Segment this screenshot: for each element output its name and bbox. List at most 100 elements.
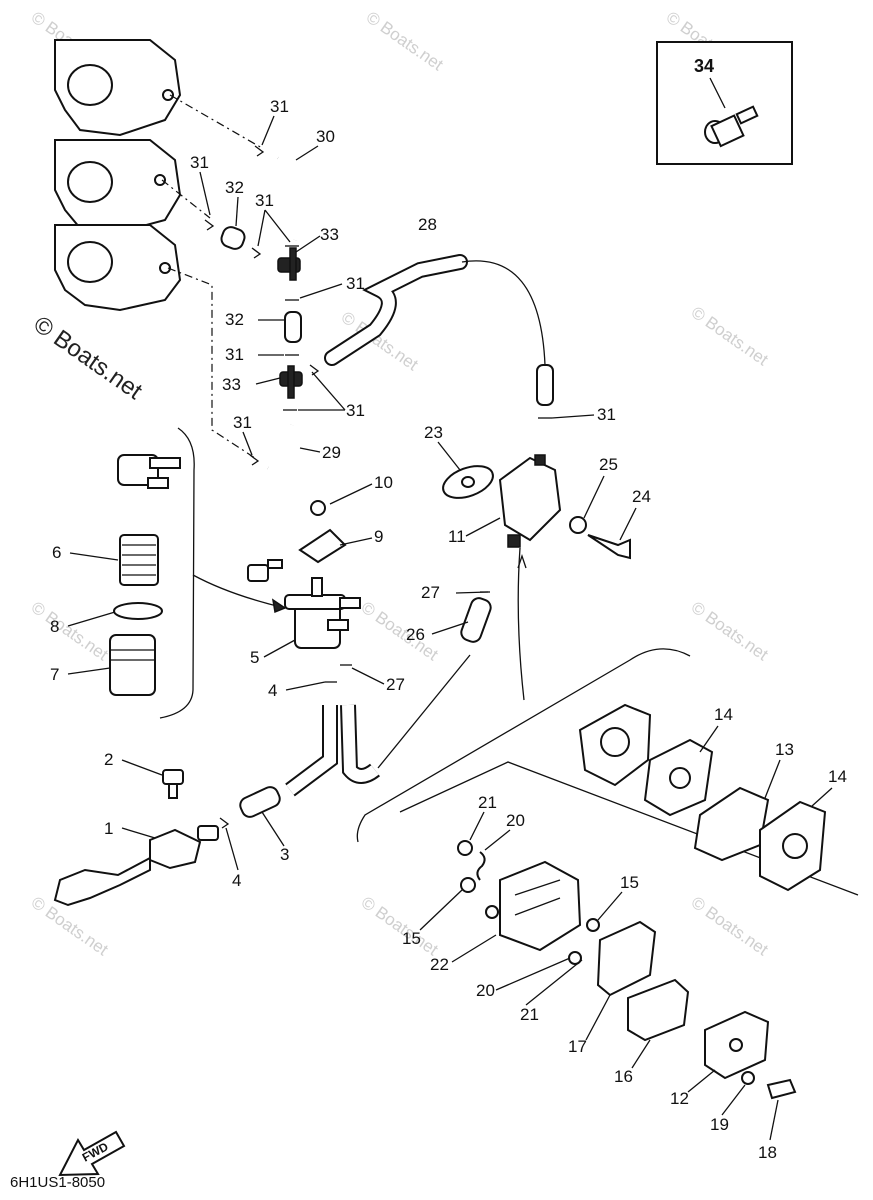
part-label: 1 xyxy=(104,819,113,838)
part-label: 31 xyxy=(597,405,616,424)
part-label: 28 xyxy=(418,215,437,234)
watermark: © Boats.net xyxy=(688,598,772,665)
part-label: 3 xyxy=(280,845,289,864)
hose-icon xyxy=(286,705,336,795)
bolt-icon xyxy=(569,516,631,560)
part-label: 8 xyxy=(50,617,59,636)
part-label: 14 xyxy=(714,705,733,724)
part-label: 33 xyxy=(320,225,339,244)
diagram-code: 6H1US1-8050 xyxy=(10,1174,105,1191)
watermark: © Boats.net xyxy=(358,598,442,665)
part-label: 4 xyxy=(268,681,277,700)
part-label: 31 xyxy=(270,97,289,116)
gasket-icon xyxy=(596,920,690,1042)
hose-icon xyxy=(326,256,466,364)
part-label: 9 xyxy=(374,527,383,546)
fuel-filter-icon xyxy=(284,577,361,649)
part-label: 12 xyxy=(670,1089,689,1108)
part-label: 31 xyxy=(255,191,274,210)
part-label: 27 xyxy=(421,583,440,602)
label-leaders xyxy=(67,115,833,1141)
hose-icon xyxy=(536,364,554,406)
gasket-icon xyxy=(578,703,827,892)
hose-icon xyxy=(284,311,302,343)
leader-line xyxy=(167,267,256,459)
part-label: 20 xyxy=(476,981,495,1000)
fuel-cock-icon xyxy=(53,825,219,907)
part-label: 31 xyxy=(225,345,244,364)
hose-icon xyxy=(239,786,281,818)
watermark-main: © Boats.net xyxy=(29,311,148,405)
leader-line xyxy=(169,94,263,149)
joint-icon xyxy=(277,247,301,281)
part-label: 29 xyxy=(322,443,341,462)
watermark: © Boats.net xyxy=(28,598,112,665)
carburetor-icon xyxy=(54,39,182,312)
watermark: © Boats.net xyxy=(688,893,772,960)
part-label: 2 xyxy=(104,750,113,769)
part-label: 17 xyxy=(568,1037,587,1056)
leader-line xyxy=(517,547,525,701)
part-label: 20 xyxy=(506,811,525,830)
part-label: 10 xyxy=(374,473,393,492)
part-label: 30 xyxy=(316,127,335,146)
part-label: 14 xyxy=(828,767,847,786)
fuel-pump-icon xyxy=(442,454,562,548)
part-label: 16 xyxy=(614,1067,633,1086)
part-label: 22 xyxy=(430,955,449,974)
part-label: 18 xyxy=(758,1143,777,1162)
bracket-icon xyxy=(298,500,347,564)
joint-icon xyxy=(279,365,303,399)
watermark: © Boats.net xyxy=(688,303,772,370)
part-label: 33 xyxy=(222,375,241,394)
arrow xyxy=(192,574,286,609)
fuel-filter-icon xyxy=(109,454,181,696)
part-label: 19 xyxy=(710,1115,729,1134)
bolt-icon xyxy=(247,559,283,582)
part-label: 5 xyxy=(250,648,259,667)
watermark: © Boats.net xyxy=(358,893,442,960)
fwd-arrow-icon: FWD xyxy=(58,1130,126,1177)
leader-line xyxy=(161,179,211,219)
bolt-icon xyxy=(162,769,184,799)
part-label: 21 xyxy=(520,1005,539,1024)
part-label: 23 xyxy=(424,423,443,442)
watermark: © Boats.net xyxy=(363,8,447,75)
part-labels: 34 31 30 31 32 31 33 28 31 32 31 33 31 3… xyxy=(50,56,847,1162)
bracket-line xyxy=(356,648,691,843)
part-label: 31 xyxy=(190,153,209,172)
part-label: 32 xyxy=(225,310,244,329)
part-label: 6 xyxy=(52,543,61,562)
part-label: 13 xyxy=(775,740,794,759)
part-label: 32 xyxy=(225,178,244,197)
leader-line xyxy=(709,77,726,109)
part-label: 31 xyxy=(233,413,252,432)
hose-icon xyxy=(342,704,379,782)
fuel-pump-icon xyxy=(485,860,582,952)
fitting-icon xyxy=(704,105,759,148)
leader-line xyxy=(377,654,471,769)
part-label: 26 xyxy=(406,625,425,644)
part-label: 11 xyxy=(448,527,466,546)
bracket-line xyxy=(159,427,195,719)
part-label: 7 xyxy=(50,665,59,684)
part-label: 27 xyxy=(386,675,405,694)
clip-icon xyxy=(204,145,552,466)
hose-icon xyxy=(220,226,246,250)
part-label: 31 xyxy=(346,274,365,293)
hose-icon xyxy=(460,597,492,643)
arrow xyxy=(517,553,527,569)
bolt-icon xyxy=(457,840,797,1100)
part-label: 15 xyxy=(402,929,421,948)
part-label: 4 xyxy=(232,871,241,890)
inset-box xyxy=(656,41,793,165)
part-label: 24 xyxy=(632,487,651,506)
leader-line xyxy=(461,260,546,366)
part-label: 15 xyxy=(620,873,639,892)
part-label: 31 xyxy=(346,401,365,420)
part-label: 34 xyxy=(694,56,714,76)
part-label: 21 xyxy=(478,793,497,812)
part-label: 25 xyxy=(599,455,618,474)
pump-cover-icon xyxy=(704,1010,770,1080)
